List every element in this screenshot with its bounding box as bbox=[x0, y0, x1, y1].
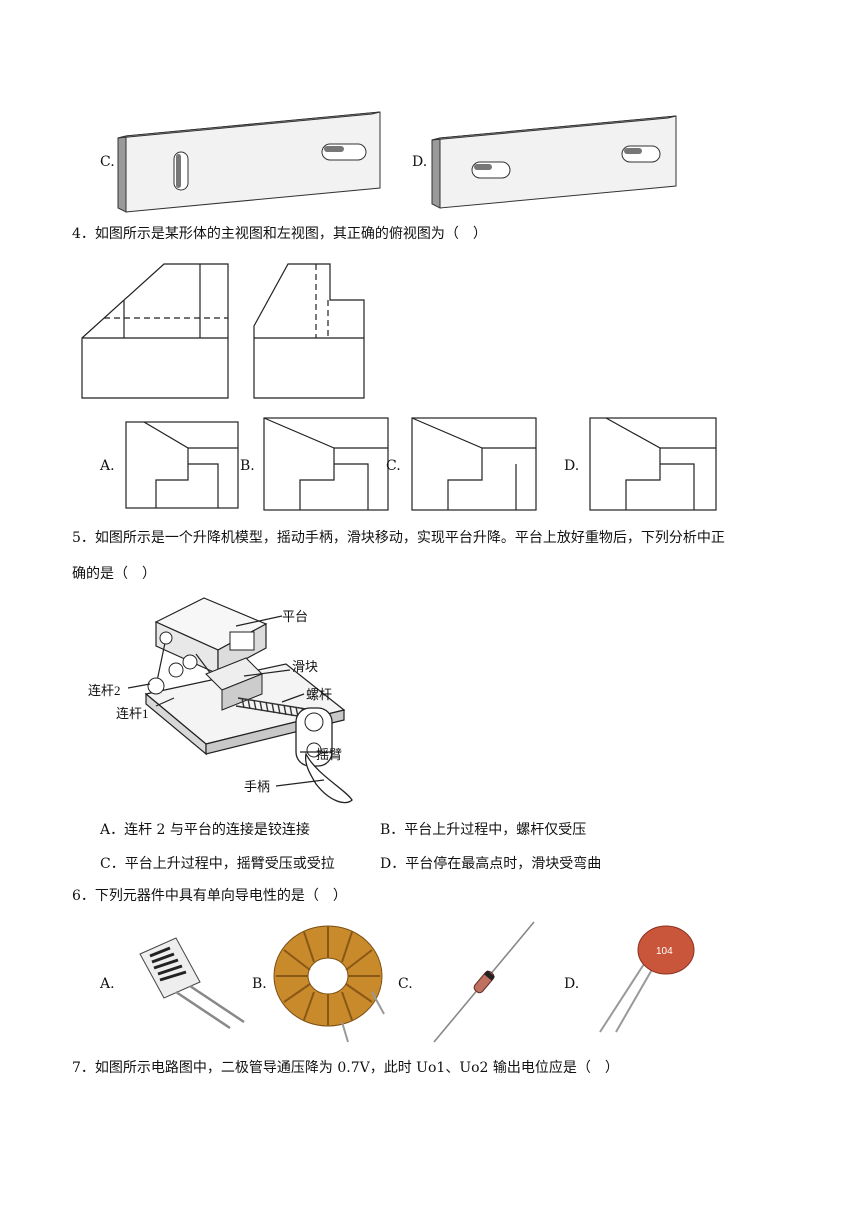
q4-option-a-label: A. bbox=[100, 458, 115, 474]
q6-ceramic-capacitor-image: 104 bbox=[599, 925, 695, 1033]
q3-option-d-label: D. bbox=[412, 154, 428, 170]
q6-option-c-label: C. bbox=[398, 976, 413, 992]
q5-option-a: A．连杆 2 与平台的连接是铰连接 bbox=[100, 822, 310, 838]
q4-option-d-view bbox=[589, 417, 717, 511]
q5-label-link2: 连杆2 bbox=[88, 683, 121, 698]
q5-stem-line2: 确的是（ ） bbox=[72, 566, 156, 582]
q5-label-slider: 滑块 bbox=[292, 659, 319, 674]
q5-label-handle: 手柄 bbox=[244, 779, 271, 794]
q4-option-b-label: B. bbox=[240, 458, 255, 474]
q3-option-d-plate bbox=[431, 115, 677, 209]
q5-stem-line1: 5．如图所示是一个升降机模型，摇动手柄，滑块移动，实现平台升降。平台上放好重物后… bbox=[72, 530, 725, 546]
q6-stem: 6．下列元器件中具有单向导电性的是（ ） bbox=[72, 888, 347, 904]
q4-option-d-label: D. bbox=[564, 458, 580, 474]
q4-stem: 4．如图所示是某形体的主视图和左视图，其正确的俯视图为（ ） bbox=[72, 226, 487, 242]
q4-option-c-view bbox=[411, 417, 537, 511]
q6-capacitor-mark: 104 bbox=[656, 946, 673, 957]
q6-humidity-sensor-image bbox=[139, 937, 245, 1030]
q5-label-platform: 平台 bbox=[282, 609, 309, 624]
q4-front-view bbox=[81, 263, 229, 399]
q5-lifting-machine-figure bbox=[127, 597, 353, 804]
q6-option-a-label: A. bbox=[100, 976, 115, 992]
q3-option-c-label: C. bbox=[100, 154, 115, 170]
q5-option-b: B．平台上升过程中，螺杆仅受压 bbox=[380, 822, 587, 838]
q4-left-view bbox=[253, 263, 365, 399]
q5-option-d: D．平台停在最高点时，滑块受弯曲 bbox=[380, 856, 602, 872]
q6-option-b-label: B. bbox=[252, 976, 267, 992]
q5-option-c: C．平台上升过程中，摇臂受压或受拉 bbox=[100, 856, 335, 872]
q3-option-c-plate bbox=[117, 111, 381, 213]
q4-option-a-view bbox=[125, 421, 239, 509]
q7-stem: 7．如图所示电路图中，二极管导通压降为 0.7V，此时 Uo1、Uo2 输出电位… bbox=[72, 1060, 619, 1076]
q5-label-rocker: 摇臂 bbox=[316, 747, 343, 762]
q4-option-b-view bbox=[263, 417, 389, 511]
q5-label-link1: 连杆1 bbox=[116, 706, 149, 721]
q6-diode-image bbox=[433, 921, 535, 1043]
q4-option-c-label: C. bbox=[386, 458, 401, 474]
q5-label-screw: 螺杆 bbox=[306, 687, 333, 702]
q6-inductor-image bbox=[273, 925, 385, 1043]
q6-option-d-label: D. bbox=[564, 976, 580, 992]
